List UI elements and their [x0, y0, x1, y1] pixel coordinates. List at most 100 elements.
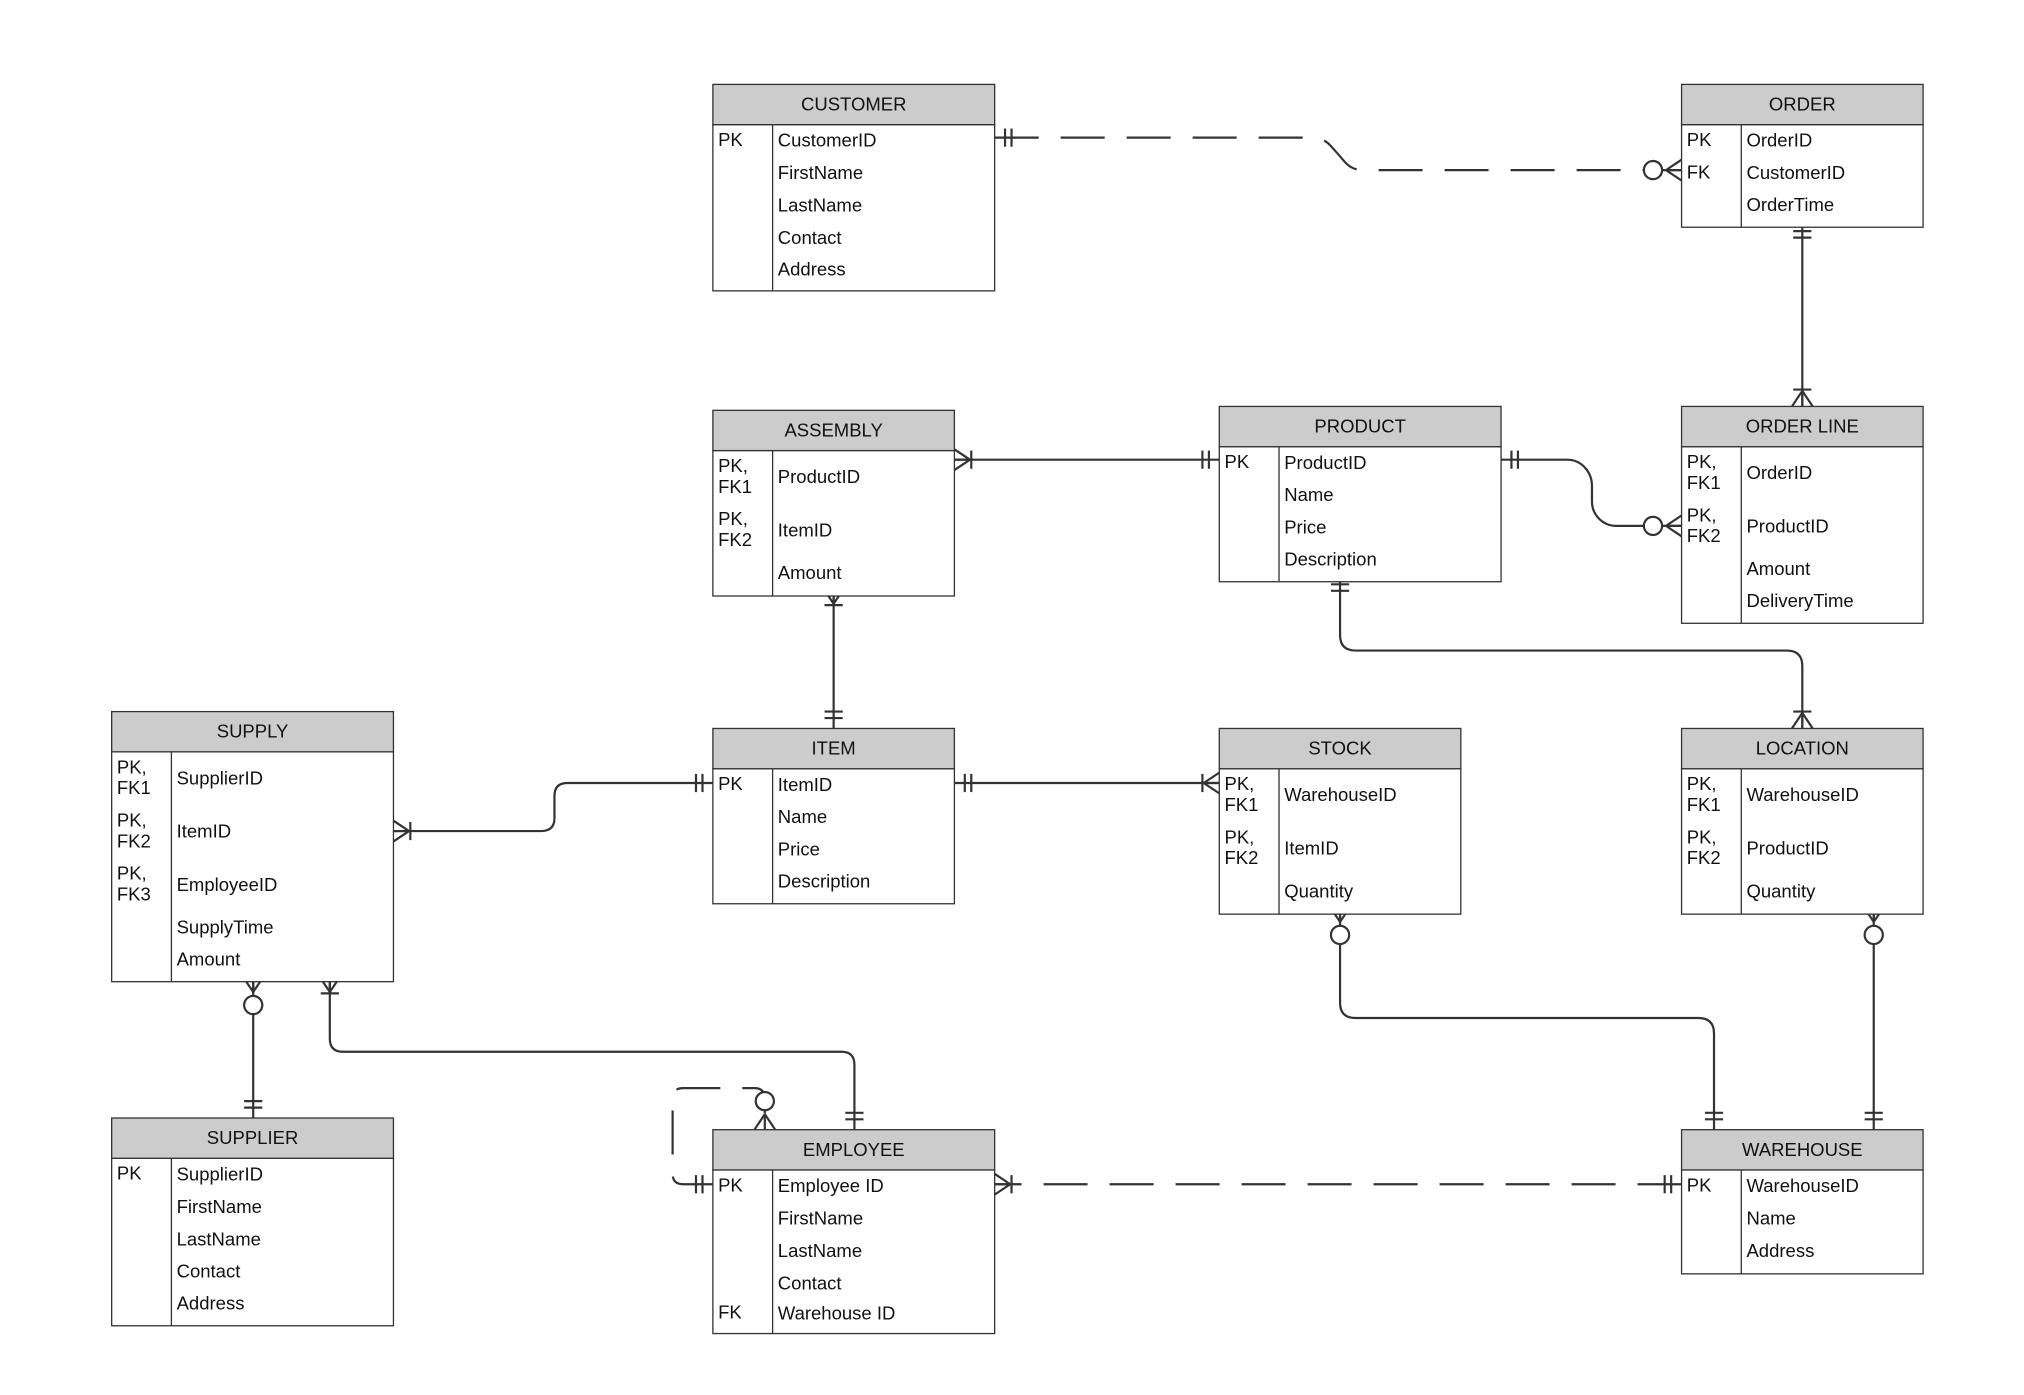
relationship-warehouse-stock[interactable] — [1328, 905, 1724, 1130]
entity-body — [712, 449, 956, 597]
entity-body — [1680, 124, 1924, 228]
field-name: OrderTime — [1746, 194, 1834, 215]
key-label: PK,FK1 — [1687, 773, 1721, 815]
field-name: Amount — [177, 948, 241, 969]
field-name: Description — [1284, 548, 1377, 569]
key-label: PK — [1687, 1174, 1712, 1195]
entity-header — [712, 1129, 996, 1171]
field-name: OrderID — [1746, 130, 1812, 151]
relationship-item-assembly[interactable] — [822, 587, 845, 729]
key-label: PK,FK2 — [1224, 826, 1258, 868]
field-name: FirstName — [177, 1196, 262, 1217]
field-name: WarehouseID — [1284, 784, 1396, 805]
relationship-product-order-line[interactable] — [1501, 450, 1683, 538]
field-name: Name — [1746, 1207, 1795, 1228]
field-name: Quantity — [1284, 880, 1354, 901]
entity-header — [1680, 1129, 1924, 1171]
entity-body — [1680, 768, 1924, 915]
field-name: ItemID — [177, 821, 231, 842]
field-name: Name — [1284, 484, 1333, 505]
relationship-employee-supply[interactable] — [318, 975, 864, 1130]
entity-title: ORDER LINE — [1746, 416, 1859, 437]
entity-title: ORDER — [1769, 94, 1836, 115]
entity-header — [1680, 727, 1924, 770]
entity-title: ASSEMBLY — [784, 419, 882, 440]
field-name: CustomerID — [778, 130, 877, 151]
field-name: OrderID — [1746, 462, 1812, 483]
key-label: PK,FK3 — [117, 863, 151, 905]
field-name: WarehouseID — [1746, 1175, 1858, 1196]
relationship-warehouse-employee[interactable] — [994, 1172, 1682, 1196]
relationship-customer-order[interactable] — [994, 128, 1683, 182]
field-name: Contact — [778, 1272, 842, 1293]
entity-body — [712, 124, 996, 292]
field-name: EmployeeID — [177, 874, 278, 895]
entity-header — [1680, 83, 1924, 126]
key-label: FK — [1687, 162, 1711, 183]
field-name: ProductID — [1284, 452, 1366, 473]
relationship-warehouse-location[interactable] — [1862, 905, 1886, 1130]
relationship-supplier-supply[interactable] — [241, 975, 265, 1119]
key-label: PK,FK2 — [1687, 504, 1721, 546]
field-name: LastName — [778, 195, 862, 216]
entity-body — [1218, 446, 1502, 583]
relationship-item-stock[interactable] — [954, 771, 1220, 795]
field-name: Address — [778, 258, 846, 279]
field-name: LastName — [778, 1240, 862, 1261]
relationship-item-supply[interactable] — [392, 773, 713, 843]
entity-body — [111, 751, 395, 983]
entity-title: STOCK — [1308, 738, 1372, 759]
field-name: ItemID — [1284, 837, 1338, 858]
field-name: Employee ID — [778, 1175, 884, 1196]
relationship-employee-employee[interactable] — [671, 1087, 777, 1194]
key-label: PK,FK2 — [117, 809, 151, 851]
relationship-product-location[interactable] — [1330, 573, 1814, 730]
relationships-layer — [241, 128, 1886, 1196]
entity-stock[interactable]: STOCK PK,FK1 WarehouseID PK,FK2 ItemID Quanti… — [1218, 727, 1462, 915]
relationship-product-assembly[interactable] — [953, 448, 1220, 471]
entity-location[interactable]: LOCATION PK,FK1 WarehouseID PK,FK2 ProductID… — [1680, 727, 1924, 915]
entity-body — [1680, 446, 1924, 624]
field-name: SupplierID — [177, 1163, 263, 1184]
field-name: SupplyTime — [177, 917, 274, 938]
field-name: Warehouse ID — [778, 1302, 896, 1323]
key-label: PK,FK1 — [1687, 451, 1721, 493]
entity-body — [1680, 1169, 1924, 1275]
entity-header — [1680, 405, 1924, 448]
key-label: PK,FK1 — [1224, 773, 1258, 815]
key-label: PK — [718, 129, 743, 150]
field-name: LastName — [177, 1228, 261, 1249]
entity-title: CUSTOMER — [801, 94, 907, 115]
key-label: PK — [1224, 451, 1249, 472]
field-name: Price — [778, 839, 820, 860]
entity-header — [111, 710, 395, 753]
key-label: PK,FK1 — [117, 756, 151, 798]
key-label: PK,FK2 — [1687, 826, 1721, 868]
entity-title: PRODUCT — [1314, 416, 1405, 437]
entity-title: SUPPLY — [217, 721, 289, 742]
entity-header — [1218, 727, 1462, 770]
field-name: ProductID — [778, 466, 860, 487]
entity-body — [712, 768, 956, 905]
field-name: Price — [1284, 517, 1326, 538]
entity-title: LOCATION — [1756, 738, 1849, 759]
field-name: WarehouseID — [1746, 784, 1858, 805]
field-name: FirstName — [778, 162, 863, 183]
relationship-order-order-line[interactable] — [1791, 220, 1814, 408]
field-name: Address — [177, 1293, 245, 1314]
field-name: CustomerID — [1746, 162, 1845, 183]
field-name: ProductID — [1746, 837, 1828, 858]
entity-title: WAREHOUSE — [1742, 1139, 1863, 1160]
key-label: PK — [718, 1174, 743, 1195]
